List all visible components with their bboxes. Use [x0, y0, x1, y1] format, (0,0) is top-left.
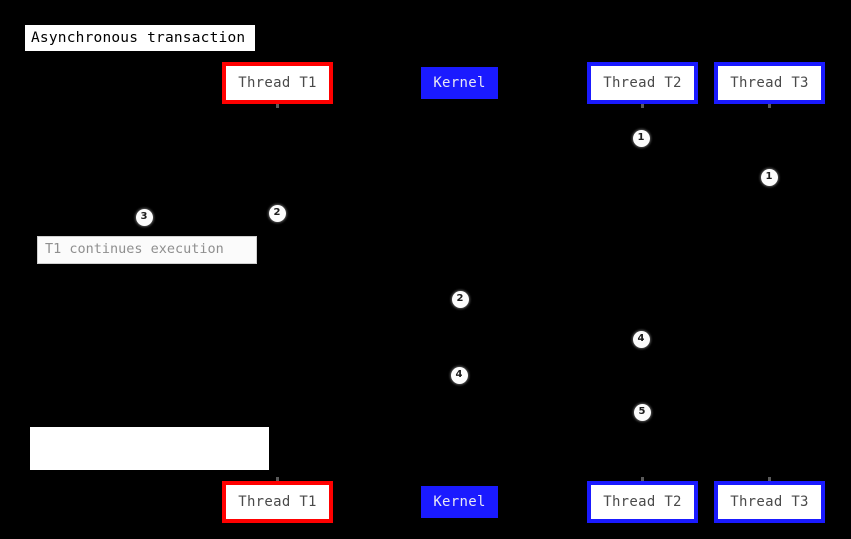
participant-label: Kernel — [433, 494, 486, 510]
step-badge-4: 4 — [450, 366, 468, 384]
participant-t3-top[interactable]: Thread T3 — [714, 62, 825, 104]
note-blank — [30, 427, 269, 470]
participant-label: Thread T2 — [603, 494, 682, 510]
participant-label: Thread T3 — [730, 75, 809, 91]
step-badge-4: 4 — [632, 330, 650, 348]
lifeline-nub — [641, 104, 644, 108]
lifeline-nub — [768, 477, 771, 481]
diagram-title: Asynchronous transaction — [25, 25, 255, 51]
participant-t2-bot[interactable]: Thread T2 — [587, 481, 698, 523]
participant-kernel-bot[interactable]: Kernel — [421, 486, 498, 518]
note-text: T1 continues execution — [45, 241, 224, 258]
step-badge-1: 1 — [760, 168, 778, 186]
participant-t2-top[interactable]: Thread T2 — [587, 62, 698, 104]
lifeline-nub — [641, 477, 644, 481]
participant-t3-bot[interactable]: Thread T3 — [714, 481, 825, 523]
step-badge-3: 3 — [135, 208, 153, 226]
participant-t1-bot[interactable]: Thread T1 — [222, 481, 333, 523]
participant-t1-top[interactable]: Thread T1 — [222, 62, 333, 104]
participant-label: Thread T1 — [238, 75, 317, 91]
lifeline-nub — [768, 104, 771, 108]
step-badge-1: 1 — [632, 129, 650, 147]
participant-label: Thread T3 — [730, 494, 809, 510]
participant-label: Thread T1 — [238, 494, 317, 510]
step-badge-5: 5 — [633, 403, 651, 421]
lifeline-nub — [276, 104, 279, 108]
participant-kernel-top[interactable]: Kernel — [421, 67, 498, 99]
lifeline-nub — [276, 477, 279, 481]
participant-label: Thread T2 — [603, 75, 682, 91]
note-t1-continues: T1 continues execution — [37, 236, 257, 264]
participant-label: Kernel — [433, 75, 486, 91]
step-badge-2: 2 — [268, 204, 286, 222]
step-badge-2: 2 — [451, 290, 469, 308]
